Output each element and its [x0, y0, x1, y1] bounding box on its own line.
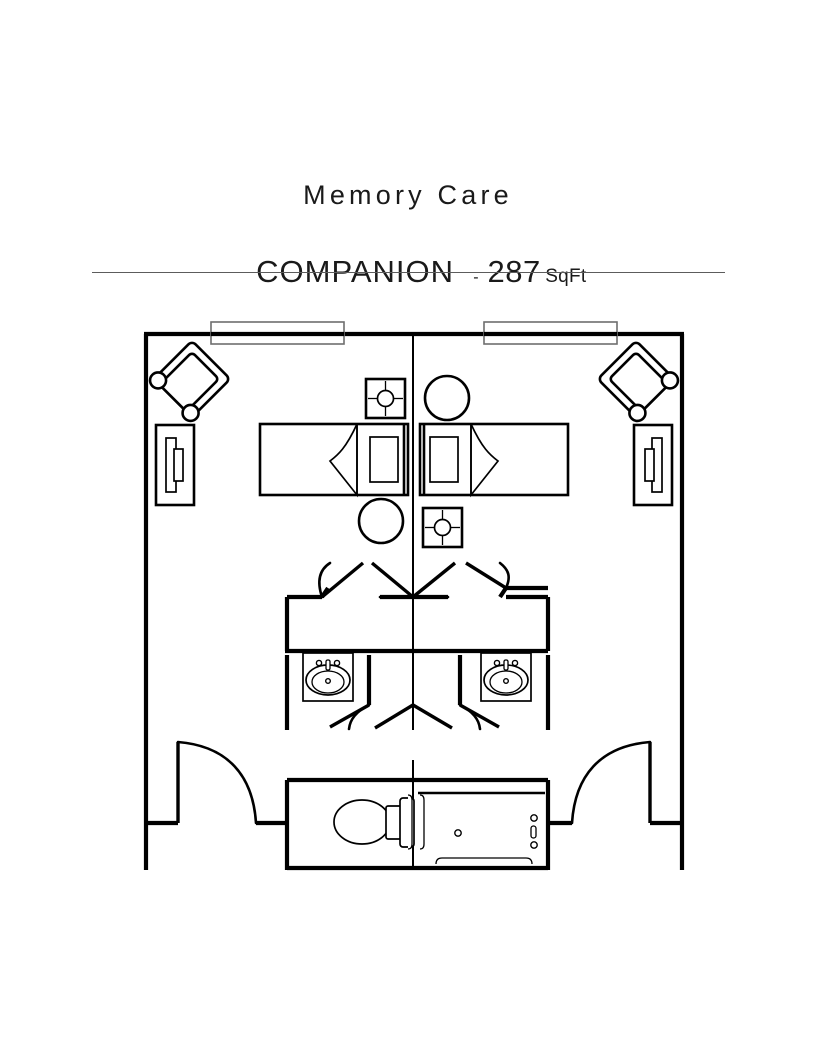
- toilet: [333, 797, 415, 848]
- shower-valve: [530, 825, 537, 839]
- bathroom-door-upper-right: [465, 561, 510, 590]
- bathroom-door-lower-right-inner: [412, 703, 453, 730]
- vanity-alcove: [284, 561, 551, 731]
- shower-drain: [454, 829, 462, 837]
- shower-control-upper: [530, 814, 538, 822]
- dresser-television-left: [154, 423, 196, 507]
- unit-name-label: COMPANION: [256, 254, 455, 289]
- unit-area-value: 287: [487, 254, 541, 289]
- bedroom-left: [148, 341, 410, 545]
- armchair-left: [148, 341, 230, 423]
- entry-door-left: [146, 740, 290, 870]
- title-divider-rule: [92, 272, 725, 273]
- nightstand-left: [364, 377, 407, 420]
- plan-category-label: Memory Care: [303, 180, 513, 210]
- sink-left: [302, 652, 354, 702]
- title-block: Memory Care COMPANION - 287 SqFt: [0, 178, 816, 338]
- bedroom-right: [418, 341, 680, 549]
- bathroom-door-lower-left: [329, 703, 371, 731]
- nightstand-right: [421, 506, 464, 549]
- bathroom-door-upper-right-inner: [411, 561, 457, 599]
- roll-in-shower: [418, 791, 545, 865]
- window-right: [483, 321, 618, 345]
- bed-right: [418, 422, 570, 498]
- window-left: [210, 321, 345, 345]
- unit-area-units: SqFt: [545, 266, 587, 287]
- side-table-right: [423, 374, 471, 422]
- plan-title-line: COMPANION - 287 SqFt: [0, 212, 816, 338]
- side-table-left: [357, 497, 405, 545]
- sink-right: [480, 652, 532, 702]
- bathroom: [287, 777, 548, 871]
- armchair-right: [598, 341, 680, 423]
- bathroom-door-lower-right: [458, 703, 500, 731]
- bathroom-door-upper-left-inner: [370, 561, 415, 599]
- title-separator-dash: -: [473, 269, 479, 286]
- bathroom-door-lower-left-inner: [374, 703, 414, 730]
- shower-control-lower: [530, 841, 538, 849]
- grab-bar-toilet: [407, 794, 425, 850]
- dresser-television-right: [632, 423, 674, 507]
- bathroom-door-upper-left: [318, 561, 365, 599]
- grab-bar-shower: [435, 857, 533, 865]
- entry-door-right: [545, 740, 682, 870]
- bed-left: [258, 422, 410, 498]
